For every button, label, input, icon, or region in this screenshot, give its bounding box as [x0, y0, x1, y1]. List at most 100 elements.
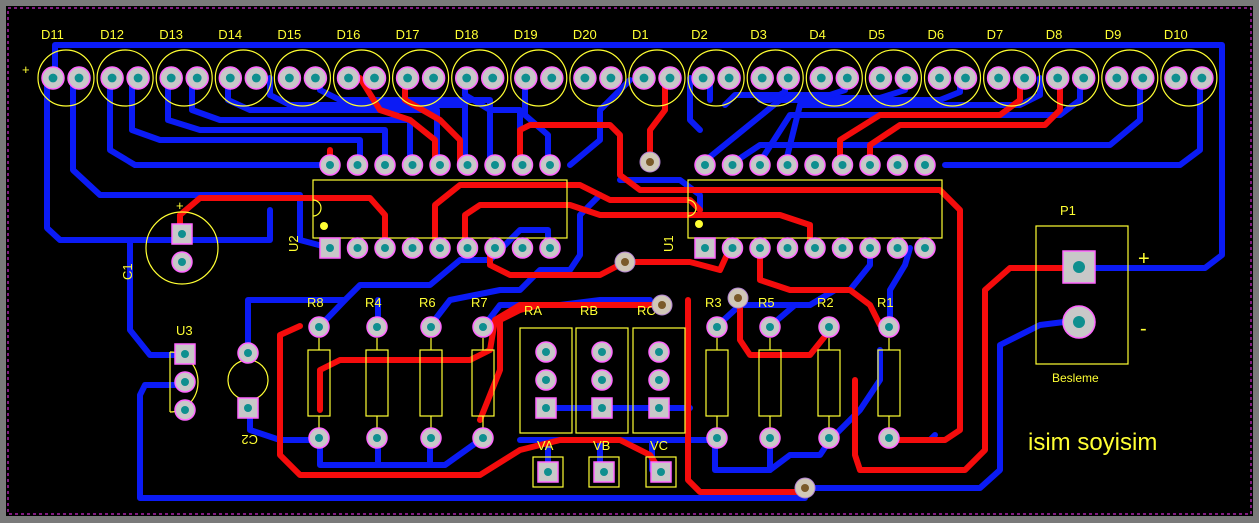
pin-top-hole	[921, 161, 929, 169]
potentiometer-rb[interactable]: RB	[575, 303, 629, 434]
led-d3[interactable]: D3	[746, 27, 804, 107]
led-d15[interactable]: D15	[273, 27, 331, 107]
resistor-label: R7	[471, 295, 488, 310]
led-d12[interactable]: D12	[96, 27, 154, 107]
pin-bottom-hole	[893, 244, 902, 252]
pin-top-hole	[408, 161, 417, 169]
resistor-r2[interactable]: R2	[817, 295, 841, 449]
power-connector-p1[interactable]: P1 Besleme + -	[1035, 203, 1150, 385]
led-d7[interactable]: D7	[982, 27, 1041, 107]
led-d10[interactable]: D10	[1160, 27, 1218, 107]
p1-pad-plus-hole	[1073, 261, 1085, 273]
test-pad-va[interactable]: VA	[532, 438, 564, 488]
led-d5[interactable]: D5	[864, 27, 923, 107]
led-label: D7	[987, 27, 1004, 42]
led-pad-cathode-hole	[902, 73, 911, 83]
potentiometer-ra[interactable]: RA	[519, 303, 573, 434]
led-outline	[1042, 49, 1100, 107]
resistor-pad-bottom-hole	[713, 434, 721, 442]
board-edge-outline	[7, 7, 1252, 515]
u3-pad-2-hole	[181, 378, 189, 386]
chip-u2[interactable]: U2	[286, 154, 568, 259]
led-outline	[37, 49, 95, 107]
capacitor-c1[interactable]: + C1	[120, 198, 219, 285]
resistor-label: R8	[307, 295, 324, 310]
led-d6[interactable]: D6	[923, 27, 982, 107]
resistor-label: R5	[758, 295, 775, 310]
led-label: D3	[750, 27, 767, 42]
led-label: D4	[809, 27, 826, 42]
resistor-pad-top-hole	[315, 323, 323, 331]
led-d13[interactable]: D13	[155, 27, 213, 107]
led-pad-cathode-hole	[370, 73, 379, 83]
led-pad-cathode-hole	[1020, 73, 1029, 83]
pin-top-hole	[701, 161, 709, 169]
u2-notch	[312, 199, 322, 217]
led-pad-cathode-hole	[133, 73, 143, 83]
led-d4[interactable]: D4	[805, 27, 863, 107]
via-group	[614, 151, 816, 499]
pot-pad-3-hole	[598, 404, 606, 412]
pin-bottom-1-hole	[701, 244, 709, 252]
led-label: D18	[455, 27, 479, 42]
led-outline	[864, 49, 923, 107]
led-pad-anode-hole	[48, 73, 58, 83]
led-pad-anode-hole	[1171, 73, 1181, 83]
test-pad-label: VC	[650, 438, 668, 453]
resistor-r3[interactable]: R3	[705, 295, 729, 449]
pot-pad-1-hole	[542, 348, 550, 356]
led-pad-anode-hole	[816, 73, 826, 83]
led-label: D9	[1105, 27, 1122, 42]
capacitor-c2[interactable]: C2	[227, 342, 269, 447]
led-d17[interactable]: D17	[392, 27, 450, 107]
led-d14[interactable]: D14	[214, 27, 272, 107]
resistor-r6[interactable]: R6	[419, 295, 443, 449]
led-d20[interactable]: D20	[569, 27, 627, 107]
led-d9[interactable]: D9	[1101, 27, 1159, 107]
pin-top-hole	[326, 161, 334, 169]
led-d18[interactable]: D18	[451, 27, 509, 107]
resistor-r7[interactable]: R7	[471, 295, 495, 449]
resistor-pad-top-hole	[885, 323, 893, 331]
test-pad-outline	[645, 456, 677, 488]
pin-bottom-hole	[463, 244, 472, 252]
resistor-pad-bottom-hole	[766, 434, 774, 442]
pin-top-hole	[546, 161, 554, 169]
led-label: D8	[1046, 27, 1063, 42]
led-d2[interactable]: D2	[687, 27, 745, 107]
resistor-label: R4	[365, 295, 382, 310]
led-label: D14	[218, 27, 242, 42]
pin-top-hole	[436, 161, 444, 169]
pin-top-hole	[811, 161, 819, 169]
test-pad-vc[interactable]: VC	[645, 438, 677, 488]
pot-label: RC	[637, 303, 656, 318]
led-pad-cathode-hole	[842, 73, 852, 83]
led-pad-cathode-hole	[547, 73, 557, 83]
resistor-r4[interactable]: R4	[365, 295, 389, 449]
led-outline	[923, 49, 982, 107]
led-label: D17	[396, 27, 420, 42]
led-pad-cathode-hole	[606, 73, 616, 83]
pin-bottom-hole	[756, 244, 764, 252]
led-d8[interactable]: D8	[1042, 27, 1100, 107]
led-d1[interactable]: D1	[628, 27, 686, 107]
led-pad-anode-hole	[639, 73, 649, 83]
test-pad-label: VA	[537, 438, 554, 453]
led-d19[interactable]: D19	[510, 27, 568, 107]
test-pad-vb[interactable]: VB	[588, 438, 620, 488]
resistor-r8[interactable]: R8	[307, 295, 331, 449]
resistor-r1[interactable]: R1	[877, 295, 901, 449]
regulator-u3[interactable]: U3	[169, 323, 199, 421]
potentiometer-rc[interactable]: RC	[632, 303, 686, 434]
resistor-r5[interactable]: R5	[758, 295, 782, 449]
u1-notch	[687, 199, 697, 217]
led-d11[interactable]: D11	[37, 27, 95, 107]
chip-u1[interactable]: U1	[661, 154, 943, 259]
pot-pad-3-hole	[542, 404, 550, 412]
c2-label: C2	[241, 432, 258, 447]
resistor-label: R1	[877, 295, 894, 310]
p1-minus-sign: -	[1140, 318, 1147, 340]
c1-label: C1	[120, 263, 135, 280]
led-pad-anode-hole	[935, 73, 944, 83]
led-d16[interactable]: D16	[332, 27, 391, 107]
